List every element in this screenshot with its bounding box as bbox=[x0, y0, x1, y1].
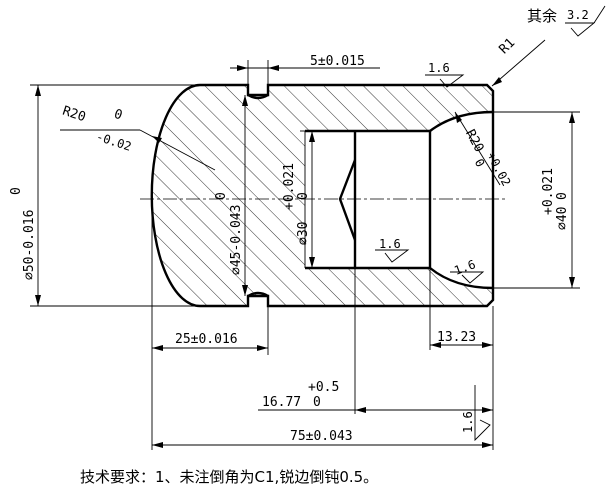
dome-radius-lower: -0.02 bbox=[95, 129, 134, 153]
bore-diameter-lower: 0 bbox=[296, 192, 311, 200]
part-section bbox=[150, 83, 495, 308]
dome-radius-upper: 0 bbox=[112, 107, 124, 124]
neck-diameter-label: ⌀45-0.043 bbox=[229, 205, 244, 275]
bore-diameter-label: ⌀30 bbox=[296, 222, 311, 245]
dimension-lines bbox=[30, 39, 580, 450]
dome-radius-label: R20 bbox=[60, 104, 87, 126]
technical-requirements: 技术要求：1、未注倒角为C1,锐边倒钝0.5。 bbox=[80, 468, 378, 486]
neck-diameter-upper: 0 bbox=[214, 192, 229, 200]
surface-finish-prefix: 其余 bbox=[527, 7, 557, 25]
roughness-top-label: 1.6 bbox=[428, 61, 450, 75]
roughness-lower-right-label: 1.6 bbox=[452, 257, 477, 278]
outer-diameter-label: ⌀50-0.016 bbox=[22, 210, 37, 280]
counterbore-diameter-label: ⌀40 bbox=[555, 207, 570, 230]
part-outline bbox=[150, 83, 495, 308]
bore-position-lower: 0 bbox=[313, 395, 321, 410]
labels: 其余 3.2 5±0.015 R1 0 R20 -0.02 0 ⌀50-0.01… bbox=[9, 7, 589, 486]
bore-position-label: 16.77 bbox=[262, 395, 301, 410]
bore-position-upper: +0.5 bbox=[308, 380, 339, 395]
overall-length-label: 75±0.043 bbox=[290, 429, 353, 444]
groove-width-label: 5±0.015 bbox=[310, 54, 365, 69]
counterbore-depth-label: 13.23 bbox=[437, 330, 476, 345]
head-length-label: 25±0.016 bbox=[175, 332, 238, 347]
counterbore-diameter-lower: 0 bbox=[555, 192, 570, 200]
bore-diameter-upper: +0.021 bbox=[282, 163, 297, 210]
drill-point bbox=[338, 159, 357, 241]
outer-diameter-upper: 0 bbox=[9, 187, 24, 195]
bore-outline bbox=[305, 129, 432, 270]
roughness-symbols bbox=[375, 5, 606, 442]
roughness-bore-label: 1.6 bbox=[379, 237, 401, 251]
roughness-right-face-label: 1.6 bbox=[461, 411, 475, 433]
corner-radius-label: R1 bbox=[497, 36, 519, 58]
counterbore-diameter-upper: +0.021 bbox=[541, 168, 556, 215]
surface-finish-value: 3.2 bbox=[567, 8, 589, 22]
